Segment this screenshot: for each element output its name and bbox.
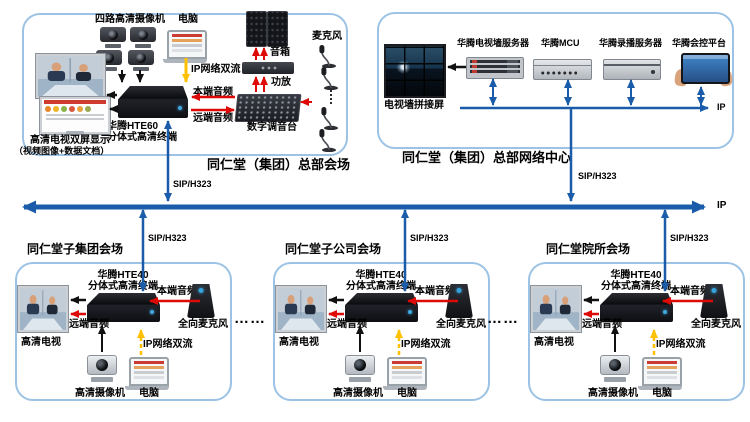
noc-title: 同仁堂（集团）总部网络中心 (402, 150, 572, 165)
site-camera-label: 高清摄像机 (588, 388, 638, 399)
audio-mixer-icon (234, 94, 302, 122)
site-sip-label: SIP/H323 (410, 233, 449, 243)
site-terminal-icon (345, 293, 418, 322)
site-remote-audio-label: 远端音频 (69, 319, 109, 330)
site-camera-label: 高清摄像机 (333, 388, 383, 399)
site-branch-group: 同仁堂子集团会场 华腾HTE40 分体式高清终端 本端音频 全向麦克风 高清电视… (15, 240, 232, 405)
site-tv-label: 高清电视 (534, 337, 574, 348)
site-tv-label: 高清电视 (21, 337, 61, 348)
laptop-icon (638, 357, 682, 390)
noc-control-label: 华腾会控平台 (672, 38, 727, 48)
hq-ip-dual-label: IP网络双流 (191, 64, 241, 75)
mcu-icon (533, 59, 592, 80)
noc-record-server-label: 华腾录播服务器 (599, 38, 663, 48)
recording-server-icon (603, 59, 661, 80)
site-ip-dual-label: IP网络双流 (656, 339, 706, 350)
hq-terminal-type: 分体式高清终端 (107, 132, 177, 143)
speaker-icon (267, 11, 288, 47)
noc-ip-label: IP (717, 102, 726, 112)
site-subsidiary: 同仁堂子公司会场 华腾HTE40 分体式高清终端 本端音频 全向麦克风 高清电视… (273, 240, 490, 405)
noc-wall-server-label: 华腾电视墙服务器 (457, 38, 530, 48)
hq-local-audio-label: 本端音频 (193, 87, 233, 98)
site-tv-label: 高清电视 (279, 337, 319, 348)
more-sites-ellipsis: …… (234, 310, 266, 327)
site-ip-dual-label: IP网络双流 (143, 339, 193, 350)
site-terminal-type: 分体式高清终端 (88, 281, 158, 292)
noc-sip-label: SIP/H323 (578, 171, 617, 181)
site-camera-label: 高清摄像机 (75, 388, 125, 399)
site-pc-label: 电脑 (139, 388, 159, 399)
laptop-icon (163, 30, 207, 63)
site-tv-icon (531, 286, 581, 332)
site-local-audio-label: 本端音频 (157, 286, 197, 297)
site-local-audio-label: 本端音频 (415, 286, 455, 297)
noc-mcu-label: 华腾MCU (541, 38, 580, 48)
tv-stand (66, 131, 84, 134)
site-sip-label: SIP/H323 (670, 233, 709, 243)
hd-camera-icon (87, 355, 117, 382)
site-sip-label: SIP/H323 (148, 233, 187, 243)
noc-wall-label: 电视墙拼接屏 (384, 100, 444, 111)
site-pc-label: 电脑 (652, 388, 672, 399)
hq-terminal-icon (118, 86, 188, 118)
site-terminal-type: 分体式高清终端 (346, 281, 416, 292)
site-terminal-name: 华腾HTE40 (97, 270, 149, 281)
video-wall-icon (384, 44, 446, 98)
ptz-camera-icon (130, 27, 156, 48)
wall-server-icon (466, 57, 524, 79)
more-sites-ellipsis: …… (487, 310, 519, 327)
site-title: 同仁堂子公司会场 (285, 242, 382, 256)
site-title: 同仁堂子集团会场 (27, 242, 124, 256)
hq-pc-label: 电脑 (178, 14, 198, 25)
site-remote-audio-label: 远端音频 (582, 319, 622, 330)
site-terminal-type: 分体式高清终端 (601, 281, 671, 292)
hq-sip-label: SIP/H323 (173, 179, 212, 189)
hq-cameras-label: 四路高清摄像机 (95, 14, 165, 25)
site-institute: 同仁堂院所会场 华腾HTE40 分体式高清终端 本端音频 全向麦克风 高清电视 … (528, 240, 745, 405)
hq-mic-label: 麦克风 (312, 31, 342, 42)
amplifier-icon (242, 62, 294, 74)
hq-speakers-label: 音箱 (270, 47, 290, 58)
site-title: 同仁堂院所会场 (546, 242, 631, 256)
laptop-icon (383, 357, 427, 390)
gooseneck-mic-icon (319, 129, 336, 152)
site-terminal-icon (87, 293, 160, 322)
backbone-ip-label: IP (717, 200, 727, 211)
hq-amp-label: 功放 (271, 77, 291, 88)
hq-remote-audio-label: 远端音频 (193, 113, 233, 124)
laptop-icon (125, 357, 169, 390)
hq-terminal-name: 华腾HTE60 (107, 121, 159, 132)
control-tablet-icon (673, 53, 734, 87)
site-tv-icon (276, 286, 326, 332)
gooseneck-mic-icon (319, 45, 336, 68)
site-omni-mic-label: 全向麦克风 (691, 319, 741, 330)
hd-camera-icon (345, 355, 375, 382)
site-remote-audio-label: 远端音频 (327, 319, 367, 330)
site-local-audio-label: 本端音频 (670, 286, 710, 297)
site-ip-dual-label: IP网络双流 (401, 339, 451, 350)
site-omni-mic-label: 全向麦克风 (436, 319, 486, 330)
gooseneck-mic-icon (321, 107, 338, 130)
site-terminal-name: 华腾HTE40 (355, 270, 407, 281)
hq-room-title: 同仁堂（集团）总部会场 (207, 157, 351, 172)
site-tv-icon (18, 286, 68, 332)
ptz-camera-icon (128, 50, 154, 71)
hq-tv-label-2: （视频图像+数据文档） (14, 146, 110, 156)
site-terminal-icon (600, 293, 673, 322)
site-pc-label: 电脑 (397, 388, 417, 399)
gooseneck-mic-icon (321, 67, 338, 90)
speaker-icon (246, 11, 267, 47)
ptz-camera-icon (100, 27, 126, 48)
hd-camera-icon (600, 355, 630, 382)
hq-mixer-label: 数字调音台 (247, 122, 297, 133)
hq-tv-label-1: 高清电视双屏显示 (30, 135, 110, 146)
more-mics-ellipsis (330, 90, 332, 104)
site-omni-mic-label: 全向麦克风 (178, 319, 228, 330)
hq-tv-video-icon (36, 54, 105, 98)
site-terminal-name: 华腾HTE40 (610, 270, 662, 281)
hq-tv-data-icon (40, 97, 110, 134)
